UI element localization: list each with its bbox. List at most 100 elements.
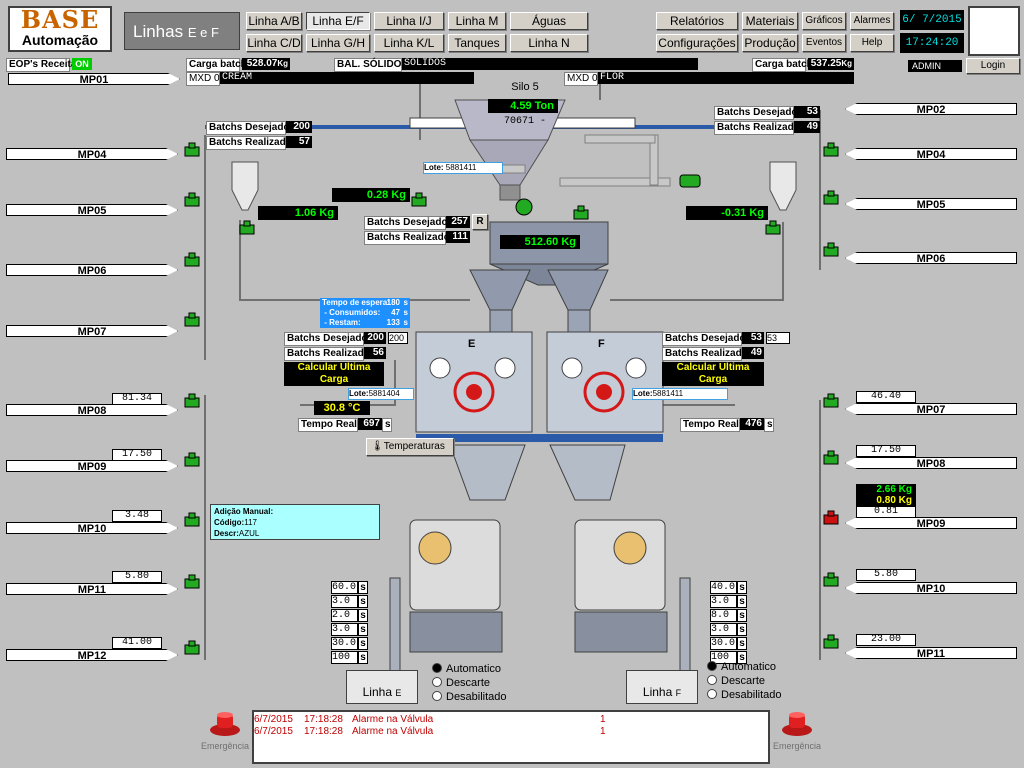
mixer-f-calc-button[interactable]: Calcular Ultima Carga	[662, 362, 764, 386]
left-setting-5[interactable]: 30.0	[331, 637, 358, 650]
mode-f-automatico[interactable]: Automatico	[707, 661, 776, 673]
mode-e-descarte-radio[interactable]	[432, 677, 442, 687]
nav-alarmes[interactable]: Alarmes	[850, 12, 894, 30]
valve-mp09-left[interactable]	[183, 452, 201, 470]
line-f-label: Linha	[642, 685, 673, 699]
emergency-right[interactable]: Emergência	[772, 708, 822, 756]
rotary-valve-icon[interactable]	[515, 198, 533, 216]
mp-left-3: MP05	[6, 204, 178, 216]
nav-linha-n[interactable]: Linha N	[510, 34, 588, 52]
valve-mp11-right[interactable]	[822, 634, 840, 652]
line-e-tank[interactable]: Linha E	[346, 670, 418, 704]
mode-f-descarte-radio[interactable]	[707, 675, 717, 685]
right-setting-4[interactable]: 3.0	[710, 623, 737, 636]
manual-add-code-label: Código:	[214, 518, 245, 527]
mode-e-automatico-label: Automatico	[446, 663, 502, 675]
mxd07-value: CREAM	[220, 72, 474, 84]
temperaturas-button[interactable]: 🌡Temperaturas	[366, 438, 454, 456]
valve-mp06-left[interactable]	[183, 252, 201, 270]
mode-e-descarte[interactable]: Descarte	[432, 677, 490, 689]
nav-relatorios[interactable]: Relatórios	[656, 12, 738, 30]
valve-mp07-left[interactable]	[183, 312, 201, 330]
nav-eventos[interactable]: Eventos	[802, 34, 846, 52]
valve-mp10-left[interactable]	[183, 512, 201, 530]
nav-configuracoes[interactable]: Configurações	[656, 34, 738, 52]
valve-mp12-left[interactable]	[183, 640, 201, 658]
mixer-e-done-label: Batchs Realizados:	[284, 347, 379, 361]
mode-e-automatico[interactable]: Automatico	[432, 663, 501, 675]
silo-label: Silo 5	[511, 81, 539, 93]
valve-mp05-left[interactable]	[183, 192, 201, 210]
emergency-left[interactable]: Emergência	[200, 708, 250, 756]
nav-linha-ab[interactable]: Linha A/B	[246, 12, 302, 30]
mode-e-automatico-radio[interactable]	[432, 663, 442, 673]
valve-mp04-left[interactable]	[183, 142, 201, 160]
valve-mp11-left[interactable]	[183, 574, 201, 592]
lote-right-value: 5881411	[652, 389, 684, 398]
valve-mp09-right[interactable]	[822, 510, 840, 528]
right-setting-2[interactable]: 3.0	[710, 595, 737, 608]
center-reset-button[interactable]: R	[472, 214, 488, 230]
silo-code: 70671 -	[503, 116, 546, 127]
mode-e-desabilitado-radio[interactable]	[432, 691, 442, 701]
mode-e-desabilitado[interactable]: Desabilitado	[432, 691, 507, 703]
nav-linha-ij[interactable]: Linha I/J	[374, 12, 444, 30]
valve-mp06-right[interactable]	[822, 242, 840, 260]
mixer-f-desired-input[interactable]: 53	[766, 332, 790, 344]
nav-graficos[interactable]: Gráficos	[802, 12, 846, 30]
valve-mp04-right[interactable]	[822, 142, 840, 160]
nav-linha-kl[interactable]: Linha K/L	[374, 34, 444, 52]
nav-linha-ef[interactable]: Linha E/F	[306, 12, 370, 30]
mixer-e-done-value: 56	[364, 347, 386, 359]
left-setting-1[interactable]: 60.0	[331, 581, 358, 594]
right-setting-6[interactable]: 100	[710, 651, 737, 664]
mixer-e-letter: E	[468, 338, 476, 350]
mode-f-desabilitado-radio[interactable]	[707, 689, 717, 699]
nav-producao[interactable]: Produção	[742, 34, 798, 52]
nav-aguas[interactable]: Águas	[510, 12, 588, 30]
valve-mp07-right[interactable]	[822, 393, 840, 411]
top-left-desired-value: 200	[286, 121, 312, 133]
nav-help[interactable]: Help	[850, 34, 894, 52]
mode-f-desabilitado[interactable]: Desabilitado	[707, 689, 782, 701]
line-f-tank[interactable]: Linha F	[626, 670, 698, 704]
motor-icon[interactable]	[678, 172, 702, 190]
mode-f-descarte[interactable]: Descarte	[707, 675, 765, 687]
manual-add-title: Adição Manual:	[214, 507, 274, 516]
nav-materiais[interactable]: Materiais	[742, 12, 798, 30]
wait-remaining-unit: s	[403, 318, 408, 327]
eop-receita-state[interactable]: ON	[72, 58, 92, 70]
left-setting-2[interactable]: 3.0	[331, 595, 358, 608]
right-setting-3[interactable]: 8.0	[710, 609, 737, 622]
nav-linha-gh[interactable]: Linha G/H	[306, 34, 370, 52]
valve-hopper-right[interactable]	[764, 220, 782, 238]
alarm-list[interactable]: 6/7/2015 17:18:28 Alarme na Válvula 1 6/…	[252, 710, 770, 764]
right-setting-1[interactable]: 40.0	[710, 581, 737, 594]
right-setting-5[interactable]: 30.0	[710, 637, 737, 650]
left-setting-6[interactable]: 100	[331, 651, 358, 664]
mixer-e-calc-button[interactable]: Calcular Ultima Carga	[284, 362, 384, 386]
mp-left-1: MP01	[8, 73, 180, 85]
valve-mp05-right[interactable]	[822, 190, 840, 208]
valve-mp08-left[interactable]	[183, 393, 201, 411]
left-setting-4[interactable]: 3.0	[331, 623, 358, 636]
valve-center-left[interactable]	[410, 192, 428, 210]
mp-right-8-value: 5.80	[856, 569, 916, 581]
valve-mp10-right[interactable]	[822, 572, 840, 590]
valve-hopper-left[interactable]	[238, 220, 256, 238]
nav-tanques[interactable]: Tanques	[448, 34, 506, 52]
valve-center-right[interactable]	[572, 205, 590, 223]
login-button[interactable]: Login	[966, 58, 1020, 74]
wait-remaining-value: 133	[386, 318, 400, 327]
nav-linha-cd[interactable]: Linha C/D	[246, 34, 302, 52]
left-setting-3[interactable]: 2.0	[331, 609, 358, 622]
alarm-time: 17:18:28	[304, 726, 343, 737]
valve-mp08-right[interactable]	[822, 450, 840, 468]
emergency-stop-icon	[210, 712, 240, 736]
mixer-e-desired-input[interactable]: 200	[388, 332, 408, 344]
line-f-letter: F	[675, 688, 682, 698]
nav-linha-m[interactable]: Linha M	[448, 12, 506, 30]
mode-f-automatico-radio[interactable]	[707, 661, 717, 671]
